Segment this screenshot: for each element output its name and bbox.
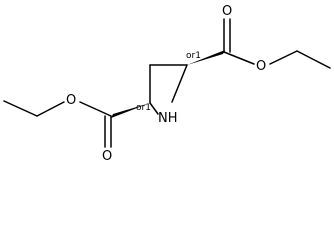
atom-o-upper-carbonyl: O <box>222 4 232 19</box>
ester-bond-upper-c-o <box>223 51 255 65</box>
ester-bond-lower-c-o <box>79 101 112 117</box>
atom-o-lower-ester: O <box>66 93 76 108</box>
atom-o-lower-carbonyl: O <box>102 149 112 164</box>
stereo-label-lower: or1 <box>136 103 151 113</box>
ester-bond-lower-o-ch2 <box>36 101 65 117</box>
chemical-structure: O O O O NH or1 or1 <box>3 4 331 164</box>
ring-bond-right-to-n <box>171 64 188 103</box>
ester-bond-upper-o-ch2 <box>269 50 298 65</box>
ring-bond-n-to-left <box>149 102 159 115</box>
molecule-drawing: O O O O NH or1 or1 <box>3 4 331 164</box>
ethyl-bond-upper <box>296 50 331 69</box>
atom-o-upper-ester: O <box>256 59 266 74</box>
stereo-label-upper: or1 <box>186 51 201 61</box>
ethyl-bond-lower <box>3 100 38 117</box>
wedge-bond-lower <box>111 103 150 118</box>
wedge-bond-upper <box>187 50 225 65</box>
atom-nh-ring: NH <box>158 111 178 126</box>
